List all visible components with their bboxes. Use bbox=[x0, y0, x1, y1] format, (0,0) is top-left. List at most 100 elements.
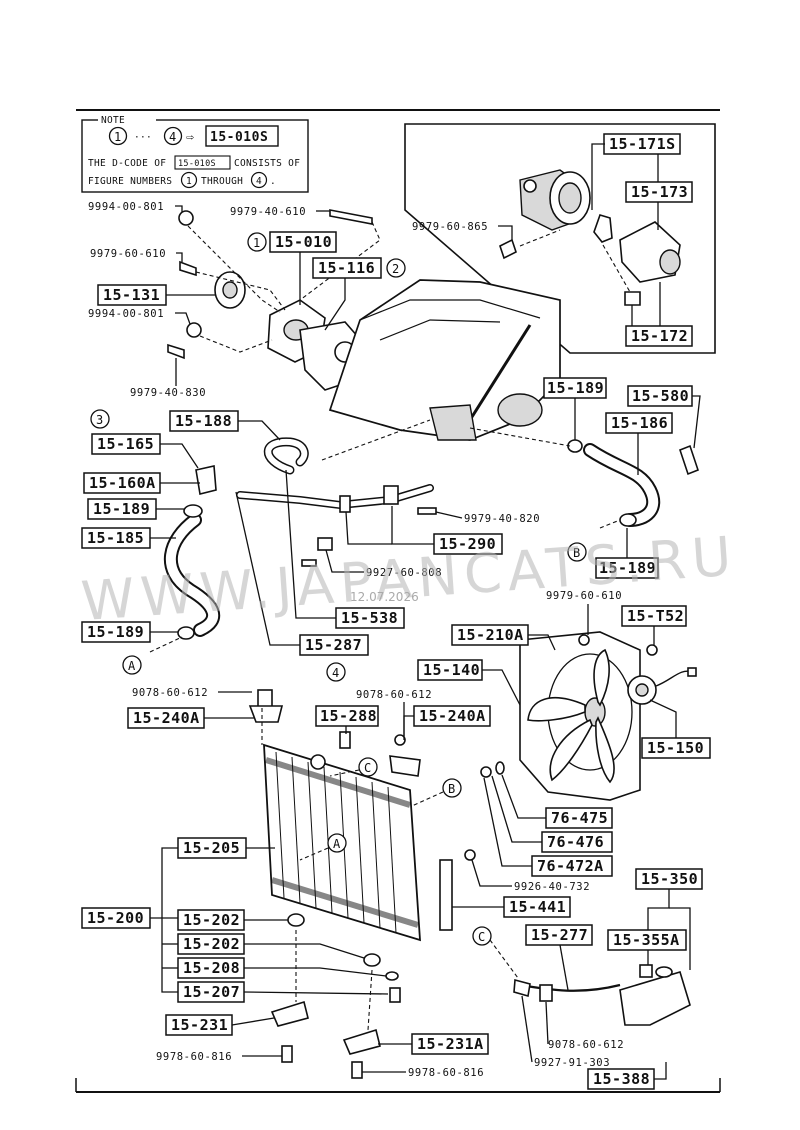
svg-text:15-T52: 15-T52 bbox=[627, 607, 684, 625]
part-number-9078-60-612-mid: 9078-60-612 bbox=[356, 689, 432, 736]
note-fig-end: 4 bbox=[169, 130, 177, 144]
svg-text:15-388: 15-388 bbox=[593, 1070, 650, 1088]
svg-text:9994-00-801: 9994-00-801 bbox=[88, 308, 164, 320]
svg-text:15-173: 15-173 bbox=[631, 183, 688, 201]
svg-text:9979-40-820: 9979-40-820 bbox=[464, 513, 540, 525]
part-box-15-231: 15-231 bbox=[165, 1014, 275, 1036]
part-box-15-240A-left: 15-240A bbox=[127, 707, 254, 729]
note-code: 15-010S bbox=[210, 130, 268, 145]
part-box-15-140: 15-140 bbox=[417, 659, 521, 706]
part-number-9078-60-612-bottom: 9078-60-612 bbox=[545, 1001, 624, 1051]
reservoir-tank bbox=[513, 964, 691, 1026]
thermostat-inset bbox=[404, 123, 716, 354]
svg-text:9979-60-610: 9979-60-610 bbox=[90, 248, 166, 260]
svg-text:B: B bbox=[448, 782, 456, 796]
part-number-9926-40-732: 9926-40-732 bbox=[471, 859, 590, 893]
part-box-15-350: 15-350 bbox=[635, 868, 703, 970]
part-box-15-165: 15-165 bbox=[91, 433, 199, 469]
svg-text:15-580: 15-580 bbox=[632, 387, 689, 405]
svg-text:15-202: 15-202 bbox=[183, 911, 240, 929]
svg-text:15-207: 15-207 bbox=[183, 983, 240, 1001]
note-line2-pre: FIGURE NUMBERS bbox=[88, 176, 172, 187]
svg-text:15-189: 15-189 bbox=[547, 379, 604, 397]
ref-B-upper: B bbox=[567, 542, 587, 562]
svg-text:15-231: 15-231 bbox=[171, 1016, 228, 1034]
part-box-15-189-d: 15-189 bbox=[595, 528, 659, 579]
part-box-15-538: 15-538 bbox=[285, 469, 405, 629]
svg-text:9979-40-830: 9979-40-830 bbox=[130, 387, 206, 399]
ref-A-lower: A bbox=[299, 833, 347, 861]
ref-C-lower: C bbox=[472, 926, 519, 979]
part-number-9979-40-820: 9979-40-820 bbox=[435, 511, 540, 525]
part-box-76-472A: 76-472A bbox=[483, 777, 613, 877]
part-box-15-186: 15-186 bbox=[605, 412, 673, 475]
svg-text:9078-60-612: 9078-60-612 bbox=[132, 687, 208, 699]
svg-text:A: A bbox=[128, 659, 136, 673]
part-box-15-205: 15-205 bbox=[161, 837, 275, 918]
watermark-date: 12.07.2026 bbox=[350, 590, 419, 604]
svg-text:C: C bbox=[364, 761, 372, 775]
part-number-9979-40-610: 9979-40-610 bbox=[230, 206, 330, 218]
figure-2-marker: 2 bbox=[386, 258, 406, 278]
svg-text:15-205: 15-205 bbox=[183, 839, 240, 857]
note-line1-pre: THE D-CODE OF bbox=[88, 158, 166, 169]
svg-text:15-189: 15-189 bbox=[599, 559, 656, 577]
part-box-15-200: 15-200 bbox=[81, 907, 178, 993]
svg-text:9978-60-816: 9978-60-816 bbox=[156, 1051, 232, 1063]
svg-text:4: 4 bbox=[332, 666, 340, 680]
svg-text:15-150: 15-150 bbox=[647, 739, 704, 757]
part-number-9994-00-801-top: 9994-00-801 bbox=[88, 201, 183, 213]
part-number-9979-60-610-top: 9979-60-610 bbox=[90, 248, 183, 262]
part-number-9979-60-865: 9979-60-865 bbox=[412, 221, 513, 240]
svg-text:15-202: 15-202 bbox=[183, 935, 240, 953]
part-box-15-231A: 15-231A bbox=[378, 1033, 489, 1055]
part-number-9978-60-816-left: 9978-60-816 bbox=[156, 1051, 282, 1063]
svg-text:15-010: 15-010 bbox=[275, 233, 332, 251]
svg-text:76-475: 76-475 bbox=[551, 809, 608, 827]
part-number-9078-60-612-left: 9078-60-612 bbox=[132, 687, 252, 699]
svg-text:9979-40-610: 9979-40-610 bbox=[230, 206, 306, 218]
svg-text:15-188: 15-188 bbox=[175, 412, 232, 430]
part-number-9979-40-830: 9979-40-830 bbox=[130, 358, 206, 399]
part-box-15-171S: 15-171S bbox=[591, 133, 681, 210]
svg-text:9978-60-816: 9978-60-816 bbox=[408, 1067, 484, 1079]
svg-text:15-189: 15-189 bbox=[87, 623, 144, 641]
ref-A-upper: A bbox=[122, 655, 142, 675]
lower-mounts bbox=[270, 913, 401, 1079]
svg-text:15-210A: 15-210A bbox=[457, 626, 524, 644]
note-box: NOTE 1 ··· 4 ⇨ 15-010S THE D-CODE OF 15-… bbox=[81, 113, 309, 193]
svg-text:15-240A: 15-240A bbox=[419, 707, 486, 725]
part-box-15-188: 15-188 bbox=[169, 410, 281, 441]
svg-text:15-538: 15-538 bbox=[341, 609, 398, 627]
part-number-9927-60-808: 9927-60-808 bbox=[325, 549, 442, 579]
note-heading: NOTE bbox=[101, 115, 125, 126]
svg-text:15-189: 15-189 bbox=[93, 500, 150, 518]
svg-text:15-240A: 15-240A bbox=[133, 709, 200, 727]
svg-text:3: 3 bbox=[96, 413, 104, 427]
figure-1-marker: 1 bbox=[247, 232, 267, 252]
hoses bbox=[149, 419, 699, 653]
part-box-15-172: 15-172 bbox=[625, 282, 693, 347]
svg-text:9994-00-801: 9994-00-801 bbox=[88, 201, 164, 213]
part-box-15-288: 15-288 bbox=[315, 705, 379, 734]
svg-text:15-172: 15-172 bbox=[631, 327, 688, 345]
svg-text:15-277: 15-277 bbox=[531, 926, 588, 944]
svg-text:9979-60-865: 9979-60-865 bbox=[412, 221, 488, 233]
note-ellipsis: ··· bbox=[134, 132, 152, 143]
part-box-15-240A-right: 15-240A bbox=[403, 705, 491, 740]
note-line1-code: 15-010S bbox=[178, 159, 216, 169]
figure-4-marker: 4 bbox=[326, 662, 346, 682]
svg-text:9078-60-612: 9078-60-612 bbox=[548, 1039, 624, 1051]
svg-text:15-160A: 15-160A bbox=[89, 474, 156, 492]
engine-block bbox=[328, 279, 561, 441]
fan-shroud bbox=[480, 631, 697, 801]
part-box-15-010: 15-010 bbox=[269, 231, 337, 305]
part-box-15-202-a: 15-202 bbox=[177, 909, 288, 931]
radiator bbox=[248, 689, 476, 942]
svg-text:15-290: 15-290 bbox=[439, 535, 496, 553]
part-box-15-T52: 15-T52 bbox=[621, 605, 687, 645]
svg-text:76-476: 76-476 bbox=[547, 833, 604, 851]
part-box-15-207: 15-207 bbox=[177, 981, 389, 1003]
svg-text:9926-40-732: 9926-40-732 bbox=[514, 881, 590, 893]
part-box-76-475: 76-475 bbox=[501, 774, 613, 829]
